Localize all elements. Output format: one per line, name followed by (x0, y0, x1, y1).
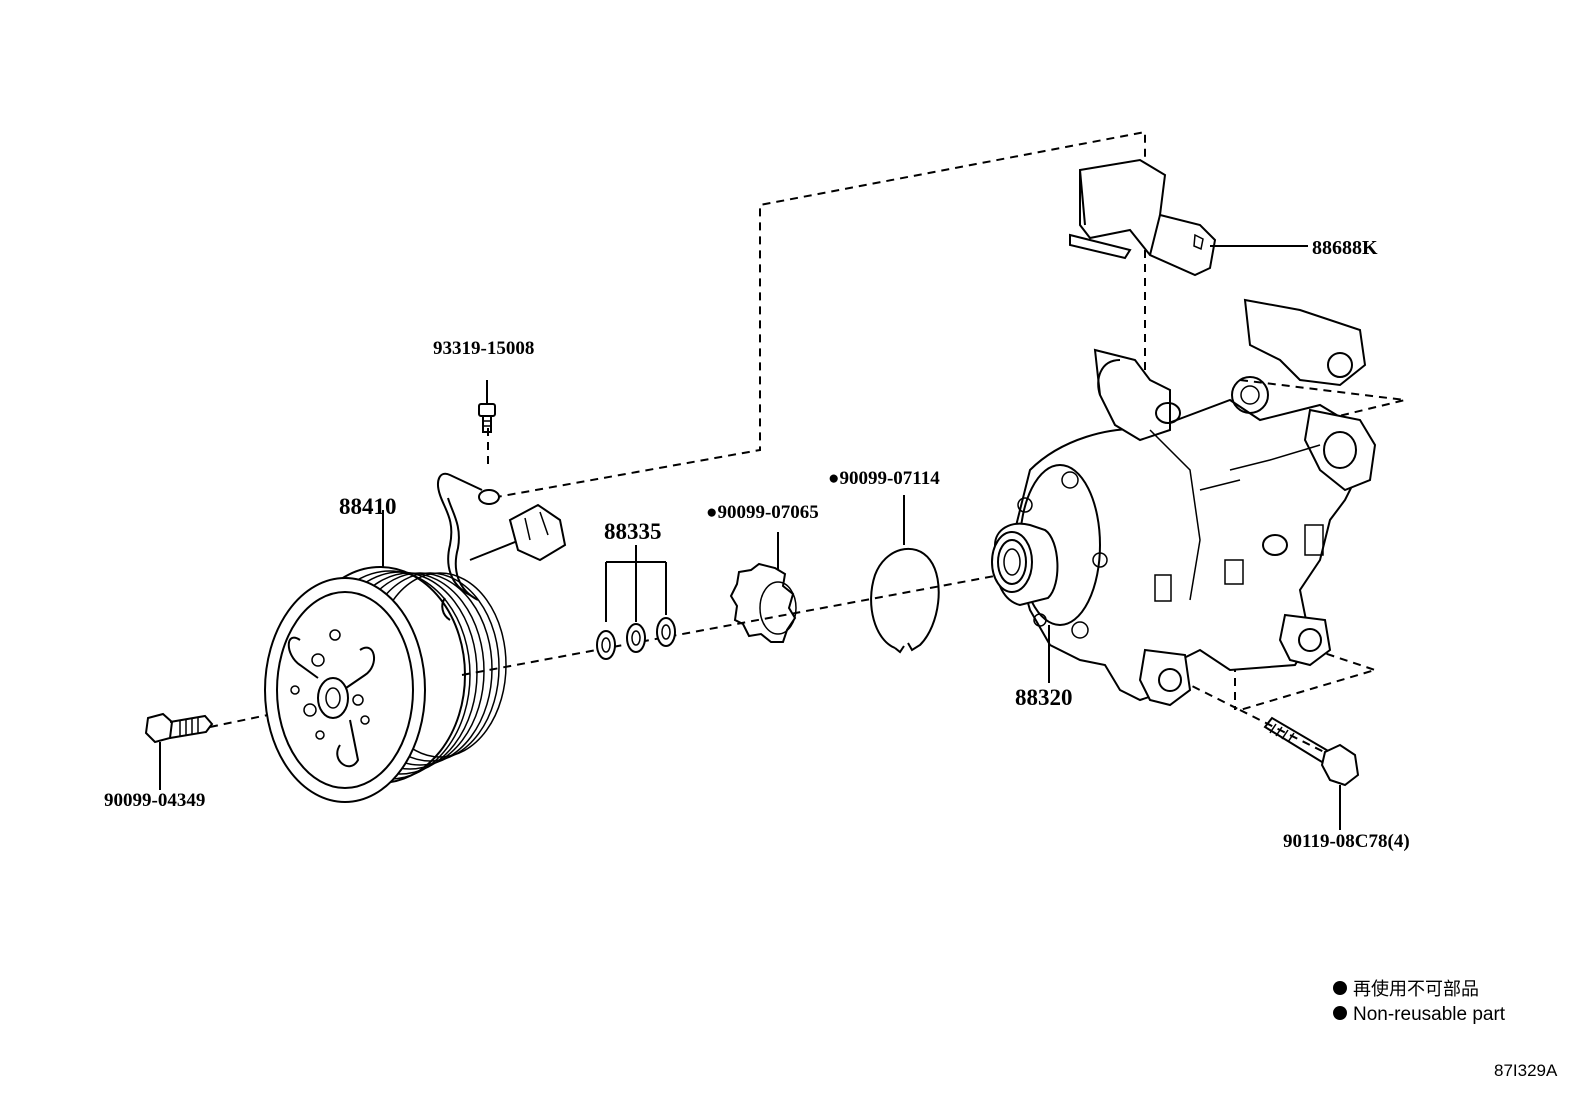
bracket-icon (1069, 158, 1308, 277)
label-93319-15008: 93319-15008 (433, 338, 534, 359)
washer-icon (596, 545, 676, 660)
bullet-dot (1333, 1006, 1347, 1020)
label-88410: 88410 (339, 494, 397, 519)
label-88320: 88320 (1015, 685, 1073, 710)
legend-japanese: 再使用不可部品 (1353, 979, 1479, 999)
label-88335: 88335 (604, 519, 662, 544)
label-90099-07065: ●90099-07065 (706, 502, 819, 523)
bullet-dot (1333, 981, 1347, 995)
label-90099-07065-number: 90099-07065 (717, 502, 818, 523)
non-reusable-marker: ● (828, 468, 839, 489)
snap-ring-outer-icon (870, 495, 940, 654)
label-90119-08C78: 90119-08C78(4) (1283, 831, 1410, 852)
snap-ring-icon (729, 532, 797, 643)
figure-code: 87I329A (1494, 1061, 1558, 1080)
label-90099-04349: 90099-04349 (104, 790, 205, 811)
guide-line-axis (461, 574, 1001, 676)
pulley-icon (264, 510, 507, 803)
label-90099-07114-number: 90099-07114 (839, 468, 940, 489)
non-reusable-marker: ● (706, 502, 717, 523)
legend-english: Non-reusable part (1353, 1004, 1506, 1025)
label-90099-07114: ●90099-07114 (828, 468, 940, 489)
guide-line-bracket (479, 130, 1146, 501)
label-88688K: 88688K (1312, 237, 1378, 259)
harness-icon (437, 472, 567, 621)
bolt-icon (478, 380, 496, 433)
clutch-bolt-icon (144, 712, 214, 790)
compressor-icon (991, 298, 1377, 707)
legend: 再使用不可部品 Non-reusable part (1333, 979, 1506, 1025)
mount-bolt-icon (1263, 716, 1360, 830)
guide-line-mount-lower (1179, 669, 1376, 712)
guide-line-mount-bolt (1239, 709, 1341, 761)
